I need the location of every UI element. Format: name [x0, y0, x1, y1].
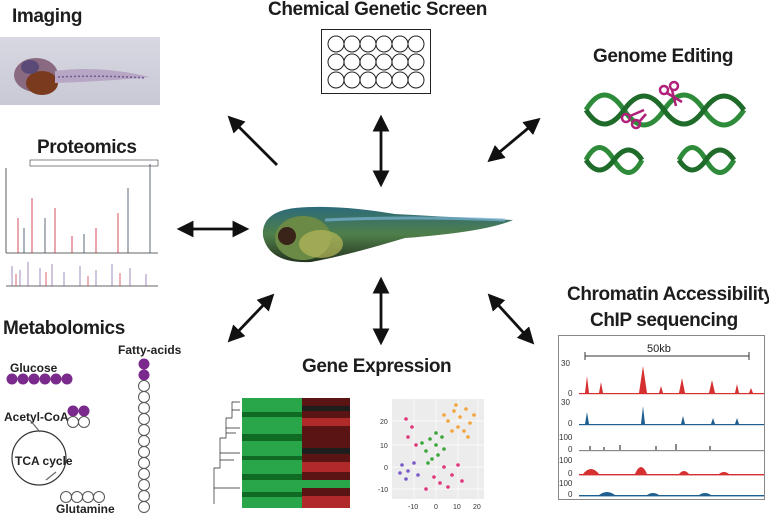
scatter-graphic: 20 10 0 -10 -10 0 10 20 [378, 399, 484, 511]
track-4 [579, 467, 764, 476]
track-1 [579, 366, 764, 395]
scale-bar-label: 50kb [647, 343, 671, 355]
zebrafish-larva-image [262, 206, 513, 263]
genome-browser-panel: 50kb 30 0 30 0 100 0 100 0 100 0 [558, 335, 765, 500]
genome-tracks: 50kb 30 0 30 0 100 0 100 0 100 0 [559, 343, 764, 499]
proteomics-title: Proteomics [37, 137, 137, 158]
heatmap-graphic [213, 398, 350, 508]
track-1-max: 30 [561, 359, 570, 368]
y-tick-10: 10 [380, 443, 388, 450]
genome-editing-title: Genome Editing [593, 46, 734, 67]
gene-expression-title: Gene Expression [302, 356, 452, 377]
track-2 [579, 406, 764, 426]
track-3-min: 0 [568, 445, 573, 454]
x-tick-minus10: -10 [408, 504, 418, 511]
chemical-screen-title: Chemical Genetic Screen [268, 0, 487, 20]
acetyl-coa-label: Acetyl-CoA [4, 410, 69, 424]
mass-spectrum-graphic [0, 158, 170, 293]
tca-cycle-label: TCA cycle [15, 454, 73, 468]
expression-heatmap [212, 398, 350, 508]
metabolite-diagram [6, 373, 105, 503]
track-2-max: 30 [561, 398, 570, 407]
x-tick-10: 10 [453, 504, 461, 511]
fatty-acids-label: Fatty-acids [118, 343, 182, 357]
track-5 [579, 492, 764, 497]
track-3 [579, 444, 764, 452]
track-1-min: 0 [568, 389, 573, 398]
track-5-min: 0 [568, 490, 573, 499]
metabolomics-title: Metabolomics [3, 318, 125, 339]
x-tick-0: 0 [434, 504, 438, 511]
imaging-photo [0, 37, 160, 105]
multiwell-plate [321, 29, 431, 94]
stained-embryo-image [14, 58, 150, 95]
x-tick-20: 20 [473, 504, 481, 511]
y-tick-minus10: -10 [378, 487, 388, 494]
track-4-max: 100 [559, 456, 573, 465]
imaging-title: Imaging [12, 6, 83, 27]
dna-helix-graphic [584, 80, 747, 175]
chip-seq-title: ChIP sequencing [590, 310, 738, 331]
y-tick-0: 0 [384, 465, 388, 472]
track-4-min: 0 [568, 469, 573, 478]
y-tick-20: 20 [380, 419, 388, 426]
glucose-label: Glucose [10, 361, 58, 375]
chromatin-title: Chromatin Accessibility [567, 284, 769, 305]
track-3-max: 100 [559, 433, 573, 442]
fatty-acid-chain [138, 358, 150, 513]
scissors-icon [658, 80, 683, 107]
track-5-max: 100 [559, 479, 573, 488]
glutamine-label: Glutamine [56, 502, 115, 516]
plate-wells [327, 35, 425, 89]
clustering-scatter: 20 10 0 -10 -10 0 10 20 [378, 397, 486, 515]
track-2-min: 0 [568, 419, 573, 428]
